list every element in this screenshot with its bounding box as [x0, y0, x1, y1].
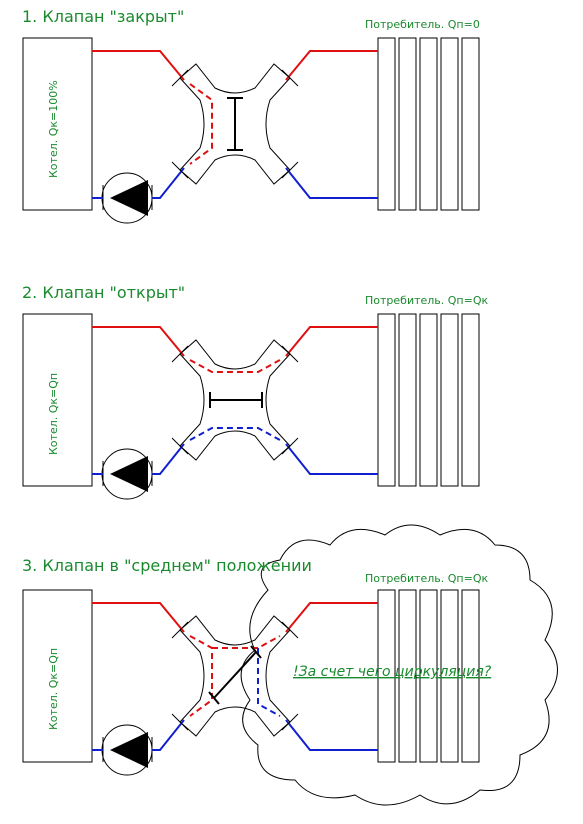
- valve-flange: [281, 437, 299, 455]
- boiler-box: [22, 37, 93, 211]
- valve-flange: [171, 345, 189, 363]
- radiator-section: [377, 313, 396, 487]
- section-3-boiler-label: Котел. Qк=Qп: [47, 648, 60, 730]
- valve-flange: [281, 69, 299, 87]
- return-line-consumer: [285, 443, 378, 475]
- supply-line-boiler: [92, 50, 185, 81]
- radiator-section: [440, 37, 459, 211]
- radiator-section: [461, 313, 480, 487]
- valve-flange: [281, 713, 299, 731]
- return-line-pump: [152, 167, 185, 199]
- radiator-section: [461, 589, 480, 763]
- section-3: [22, 589, 480, 776]
- return-line-pump: [152, 443, 185, 475]
- question-cloud: [240, 524, 558, 806]
- radiator-section: [419, 37, 438, 211]
- valve-flange: [171, 69, 189, 87]
- radiator-section: [377, 589, 396, 763]
- valve-gate-end: [250, 645, 262, 659]
- internal-flow-red: [189, 83, 213, 165]
- return-line-consumer: [285, 719, 378, 751]
- supply-line-boiler: [92, 602, 185, 633]
- valve-flange: [171, 713, 189, 731]
- radiator-section: [440, 589, 459, 763]
- valve-gate: [213, 651, 257, 699]
- internal-flow-blue: [189, 427, 281, 441]
- radiator-section: [398, 37, 417, 211]
- radiator-section: [461, 37, 480, 211]
- supply-line-consumer: [285, 602, 378, 633]
- section-1-title: 1. Клапан "закрыт": [22, 7, 184, 26]
- circulation-question: !За счет чего циркуляция?: [293, 664, 492, 680]
- section-1-boiler-label: Котел. Qк=100%: [47, 80, 60, 178]
- section-2: [22, 313, 480, 500]
- pump-icon: [110, 456, 148, 492]
- return-line-pump: [152, 719, 185, 751]
- valve-flange: [281, 621, 299, 639]
- internal-flow-blue: [257, 648, 281, 717]
- section-1: [22, 37, 480, 224]
- valve-gate-end: [208, 691, 220, 705]
- radiator-section: [398, 589, 417, 763]
- radiator-section: [398, 313, 417, 487]
- return-line-consumer: [285, 167, 378, 199]
- section-3-consumer-label: Потребитель. Qп=Qк: [365, 572, 488, 585]
- valve-flange: [171, 621, 189, 639]
- section-2-consumer-label: Потребитель. Qп=Qк: [365, 294, 488, 307]
- boiler-box: [22, 589, 93, 763]
- valve-flange: [281, 161, 299, 179]
- valve-flange: [171, 161, 189, 179]
- pump-icon: [110, 180, 148, 216]
- radiator-section: [419, 313, 438, 487]
- valve-flange: [171, 437, 189, 455]
- internal-flow-red-branch: [212, 635, 281, 649]
- radiator-section: [377, 37, 396, 211]
- section-1-consumer-label: Потребитель. Qп=0: [365, 18, 480, 31]
- internal-flow-red: [189, 359, 281, 373]
- section-2-boiler-label: Котел. Qк=Qп: [47, 373, 60, 455]
- section-2-title: 2. Клапан "открыт": [22, 283, 185, 302]
- supply-line-consumer: [285, 326, 378, 357]
- boiler-box: [22, 313, 93, 487]
- radiator-section: [440, 313, 459, 487]
- radiator-section: [419, 589, 438, 763]
- valve-flange: [281, 345, 299, 363]
- internal-flow-red: [189, 635, 213, 717]
- supply-line-boiler: [92, 326, 185, 357]
- supply-line-consumer: [285, 50, 378, 81]
- section-3-title: 3. Клапан в "среднем" положении: [22, 556, 312, 575]
- pump-icon: [110, 732, 148, 768]
